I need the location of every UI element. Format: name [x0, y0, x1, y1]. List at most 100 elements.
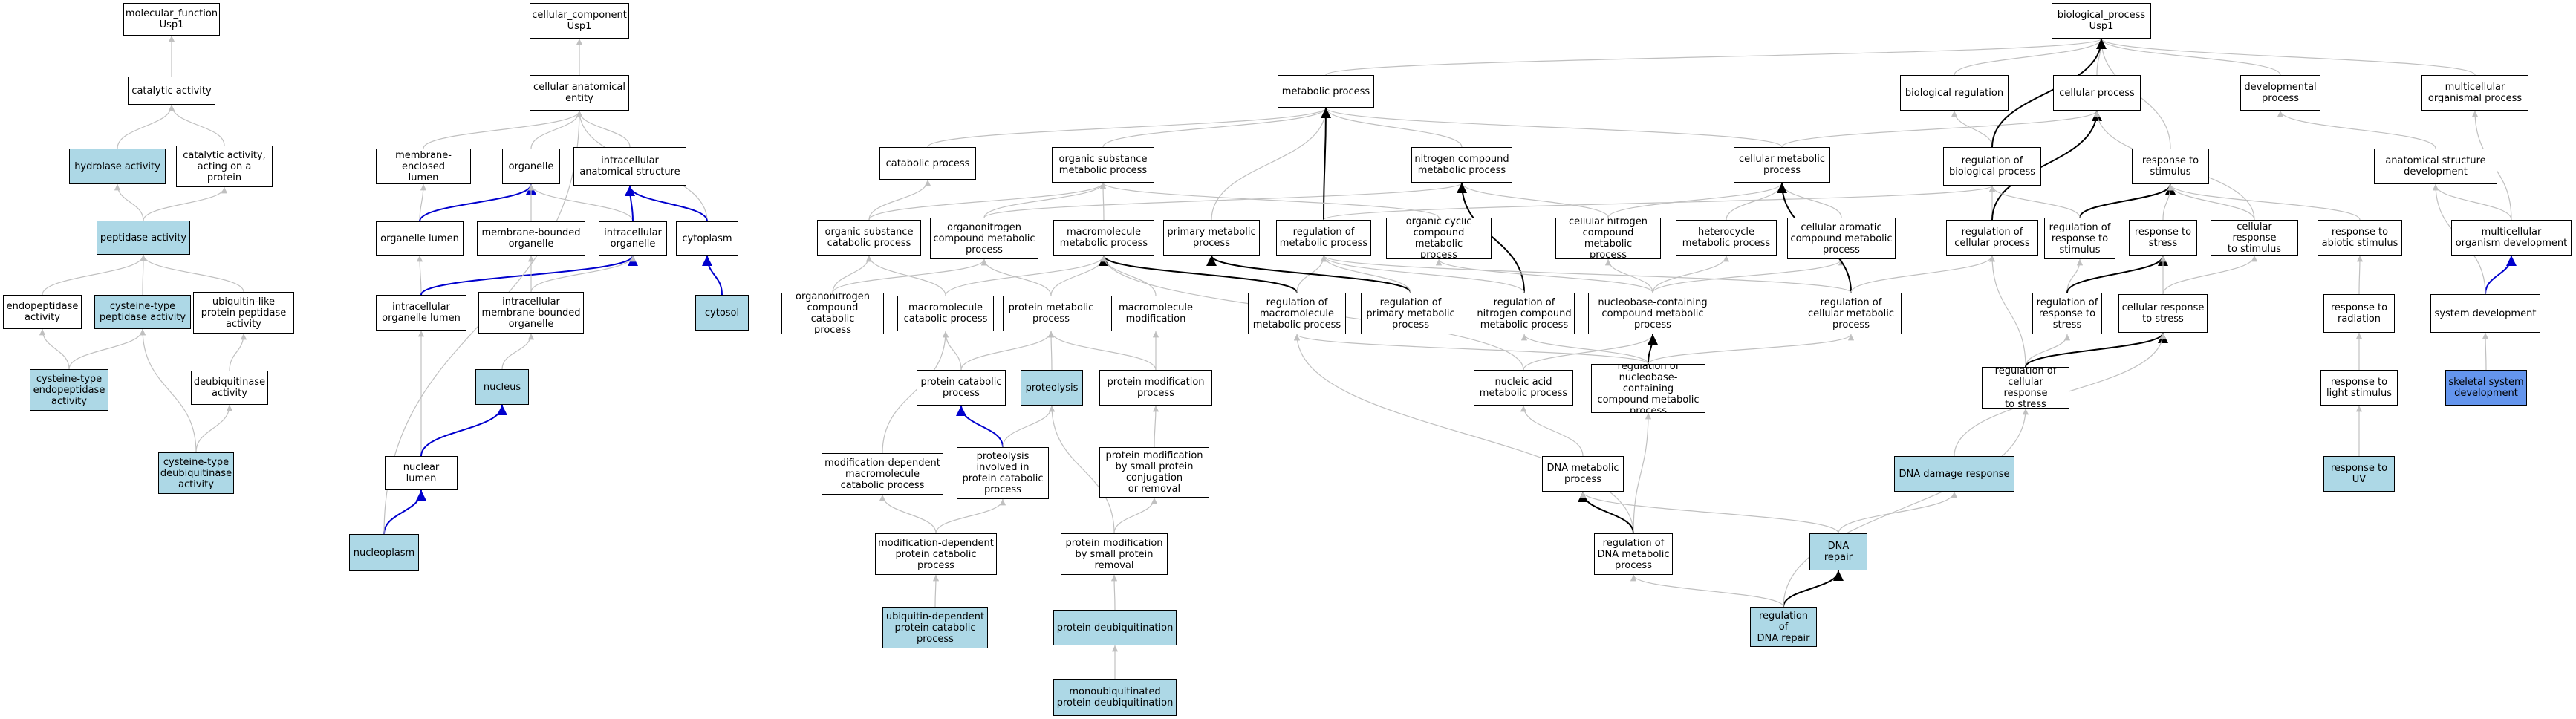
node-cysteine-type-peptidase[interactable]: cysteine-type peptidase activity [94, 295, 191, 329]
node-nucleoplasm[interactable]: nucleoplasm [349, 534, 419, 571]
node-skeletal-system-development[interactable]: skeletal system development [2445, 370, 2527, 406]
node-response-to-light-stimulus[interactable]: response to light stimulus [2320, 370, 2398, 406]
node-primary-metabolic-process[interactable]: primary metabolic process [1163, 220, 1260, 256]
node-system-development[interactable]: system development [2430, 294, 2540, 333]
node-protein-modification-by-small-protein-conjugation-or-removal[interactable]: protein modification by small protein co… [1099, 447, 1209, 498]
node-endopeptidase-activity[interactable]: endopeptidase activity [3, 295, 82, 329]
node-macromolecule-catabolic-process[interactable]: macromolecule catabolic process [897, 296, 994, 331]
node-mf-root[interactable]: molecular_function Usp1 [123, 3, 220, 36]
node-regulation-of-cellular-metabolic-process[interactable]: regulation of cellular metabolic process [1801, 293, 1902, 334]
node-ubiquitin-dependent-protein-catabolic-process[interactable]: ubiquitin-dependent protein catabolic pr… [882, 607, 988, 648]
node-regulation-of-response-to-stimulus[interactable]: regulation of response to stimulus [2044, 218, 2115, 259]
edge-cellular_nitrogen_compound_metabolic_process-to-nitrogen_compound_metabolic_process [1458, 182, 1609, 218]
node-nitrogen-compound-metabolic-process[interactable]: nitrogen compound metabolic process [1411, 147, 1512, 183]
node-regulation-of-cellular-response-to-stress[interactable]: regulation of cellular response to stres… [1982, 367, 2069, 409]
node-protein-modification-process[interactable]: protein modification process [1099, 370, 1212, 406]
node-regulation-of-nucleobase-containing-compound-metabolic-process[interactable]: regulation of nucleobase-containing comp… [1591, 364, 1705, 413]
node-membrane-bounded-organelle[interactable]: membrane-bounded organelle [477, 221, 585, 256]
node-cellular-response-to-stimulus[interactable]: cellular response to stimulus [2211, 220, 2298, 256]
edge-anatomical_structure_development-to-developmental_process [2277, 110, 2436, 149]
node-dna-repair[interactable]: DNA repair [1809, 533, 1867, 570]
node-metabolic-process[interactable]: metabolic process [1278, 75, 1374, 108]
edge-intracellular_organelle_lumen-to-intracellular_organelle [420, 255, 638, 296]
edge-cytoplasm-to-intracellular_anatomical_structure [625, 185, 708, 222]
node-bp-root[interactable]: biological_process Usp1 [2052, 3, 2151, 39]
node-monoubiquitinated-protein-deubiquitination[interactable]: monoubiquitinated protein deubiquitinati… [1053, 679, 1177, 716]
node-catalytic-activity[interactable]: catalytic activity [128, 77, 215, 105]
node-protein-deubiquitination[interactable]: protein deubiquitination [1053, 610, 1177, 645]
node-dna-metabolic-process[interactable]: DNA metabolic process [1542, 456, 1624, 492]
edge-response_to_radiation-to-response_to_abiotic_stimulus [2356, 255, 2364, 295]
node-regulation-of-response-to-stress[interactable]: regulation of response to stress [2032, 293, 2102, 334]
edge-regulation_of_cellular_metabolic_process-to-regulation_of_cellular_process [1850, 255, 1996, 293]
node-cytoplasm[interactable]: cytoplasm [676, 221, 738, 256]
node-regulation-of-primary-metabolic-process[interactable]: regulation of primary metabolic process [1361, 293, 1460, 334]
node-cysteine-deubiquitinase[interactable]: cysteine-type deubiquitinase activity [158, 452, 234, 494]
node-nucleobase-containing-compound-metabolic-process[interactable]: nucleobase-containing compound metabolic… [1588, 293, 1717, 334]
node-regulation-of-dna-repair[interactable]: regulation of DNA repair [1750, 607, 1817, 647]
node-cellular-metabolic-process[interactable]: cellular metabolic process [1734, 147, 1830, 183]
node-multicellular-organism-development[interactable]: multicellular organism development [2451, 220, 2572, 256]
node-organonitrogen-compound-metabolic-process[interactable]: organonitrogen compound metabolic proces… [930, 218, 1038, 259]
node-cellular-aromatic-compound-metabolic-process[interactable]: cellular aromatic compound metabolic pro… [1787, 218, 1896, 259]
node-catabolic-process[interactable]: catabolic process [879, 147, 976, 180]
node-regulation-of-cellular-process[interactable]: regulation of cellular process [1946, 220, 2038, 256]
node-intracellular-anatomical-structure[interactable]: intracellular anatomical structure [573, 147, 686, 186]
node-cellular-nitrogen-compound-metabolic-process[interactable]: cellular nitrogen compound metabolic pro… [1555, 218, 1661, 259]
node-response-to-stimulus[interactable]: response to stimulus [2132, 149, 2209, 184]
node-response-to-uv[interactable]: response to UV [2323, 456, 2395, 492]
node-cysteine-endopeptidase[interactable]: cysteine-type endopeptidase activity [30, 369, 108, 411]
node-intracellular-organelle-lumen[interactable]: intracellular organelle lumen [376, 295, 466, 331]
node-response-to-radiation[interactable]: response to radiation [2323, 294, 2395, 333]
node-nuclear-lumen[interactable]: nuclear lumen [385, 456, 458, 490]
node-macromolecule-modification[interactable]: macromolecule modification [1111, 296, 1200, 331]
node-biological-regulation[interactable]: biological regulation [1900, 75, 2009, 111]
node-modification-dependent-macromolecule-catabolic-process[interactable]: modification-dependent macromolecule cat… [822, 453, 943, 495]
node-proteolysis-in-protein-catabolic-process[interactable]: proteolysis involved in protein cataboli… [957, 447, 1049, 499]
node-peptidase-activity[interactable]: peptidase activity [97, 221, 190, 255]
node-ubl-peptidase[interactable]: ubiquitin-like protein peptidase activit… [193, 292, 294, 334]
node-cellular-anatomical-entity[interactable]: cellular anatomical entity [530, 75, 629, 111]
node-organonitrogen-compound-catabolic-process[interactable]: organonitrogen compound catabolic proces… [781, 293, 884, 334]
node-organic-substance-metabolic-process[interactable]: organic substance metabolic process [1052, 147, 1154, 183]
node-organic-cyclic-compound-metabolic-process[interactable]: organic cyclic compound metabolic proces… [1386, 218, 1492, 259]
node-anatomical-structure-development[interactable]: anatomical structure development [2374, 149, 2497, 184]
node-deubiquitinase-activity[interactable]: deubiquitinase activity [191, 371, 268, 405]
node-dna-damage-response[interactable]: DNA damage response [1894, 456, 2014, 492]
node-multicellular-organismal-process[interactable]: multicellular organismal process [2421, 75, 2528, 111]
node-regulation-of-metabolic-process[interactable]: regulation of metabolic process [1276, 220, 1371, 256]
node-protein-catabolic-process[interactable]: protein catabolic process [917, 370, 1006, 406]
node-organic-substance-catabolic-process[interactable]: organic substance catabolic process [817, 220, 921, 256]
node-cellular-response-to-stress[interactable]: cellular response to stress [2118, 294, 2208, 333]
node-hydrolase-activity[interactable]: hydrolase activity [69, 149, 166, 184]
edge-proteolysis_in_protein_catabolic_process-to-protein_catabolic_process [956, 405, 1004, 448]
node-nucleic-acid-metabolic-process[interactable]: nucleic acid metabolic process [1474, 370, 1573, 406]
node-regulation-of-nitrogen-compound-metabolic-process[interactable]: regulation of nitrogen compound metaboli… [1474, 293, 1575, 334]
node-macromolecule-metabolic-process[interactable]: macromolecule metabolic process [1053, 220, 1154, 256]
node-regulation-of-dna-metabolic-process[interactable]: regulation of DNA metabolic process [1594, 533, 1673, 575]
node-developmental-process[interactable]: developmental process [2240, 75, 2320, 111]
node-regulation-of-macromolecule-metabolic-process[interactable]: regulation of macromolecule metabolic pr… [1248, 293, 1346, 334]
node-modification-dependent-protein-catabolic-process[interactable]: modification-dependent protein catabolic… [875, 533, 997, 575]
edge-regulation_of_dna_repair-to-regulation_of_dna_metabolic_process [1630, 574, 1784, 608]
node-regulation-of-biological-process[interactable]: regulation of biological process [1943, 147, 2041, 186]
node-response-to-stress[interactable]: response to stress [2129, 220, 2197, 256]
node-protein-metabolic-process[interactable]: protein metabolic process [1003, 296, 1099, 331]
node-nucleus[interactable]: nucleus [475, 369, 529, 405]
node-heterocycle-metabolic-process[interactable]: heterocycle metabolic process [1676, 220, 1777, 256]
node-intracellular-organelle[interactable]: intracellular organelle [599, 221, 667, 256]
node-organelle[interactable]: organelle [502, 149, 560, 184]
node-response-to-abiotic-stimulus[interactable]: response to abiotic stimulus [2318, 220, 2402, 256]
node-proteolysis[interactable]: proteolysis [1021, 370, 1083, 406]
node-organelle-lumen[interactable]: organelle lumen [376, 221, 464, 256]
node-protein-modification-by-small-protein-removal[interactable]: protein modification by small protein re… [1061, 533, 1168, 575]
edge-protein_deubiquitination-to-protein_modification_by_small_protein_removal [1110, 574, 1118, 611]
edge-intracellular_membrane_bounded_organelle-to-intracellular_organelle [530, 255, 637, 293]
node-catalytic-activity-protein[interactable]: catalytic activity, acting on a protein [176, 146, 273, 187]
node-cc-root[interactable]: cellular_component Usp1 [530, 3, 629, 39]
node-intracellular-membrane-bounded-organelle[interactable]: intracellular membrane-bounded organelle [478, 292, 584, 334]
node-cytosol[interactable]: cytosol [695, 295, 749, 331]
node-membrane-enclosed-lumen[interactable]: membrane-enclosed lumen [376, 149, 471, 184]
node-cellular-process[interactable]: cellular process [2053, 75, 2141, 111]
